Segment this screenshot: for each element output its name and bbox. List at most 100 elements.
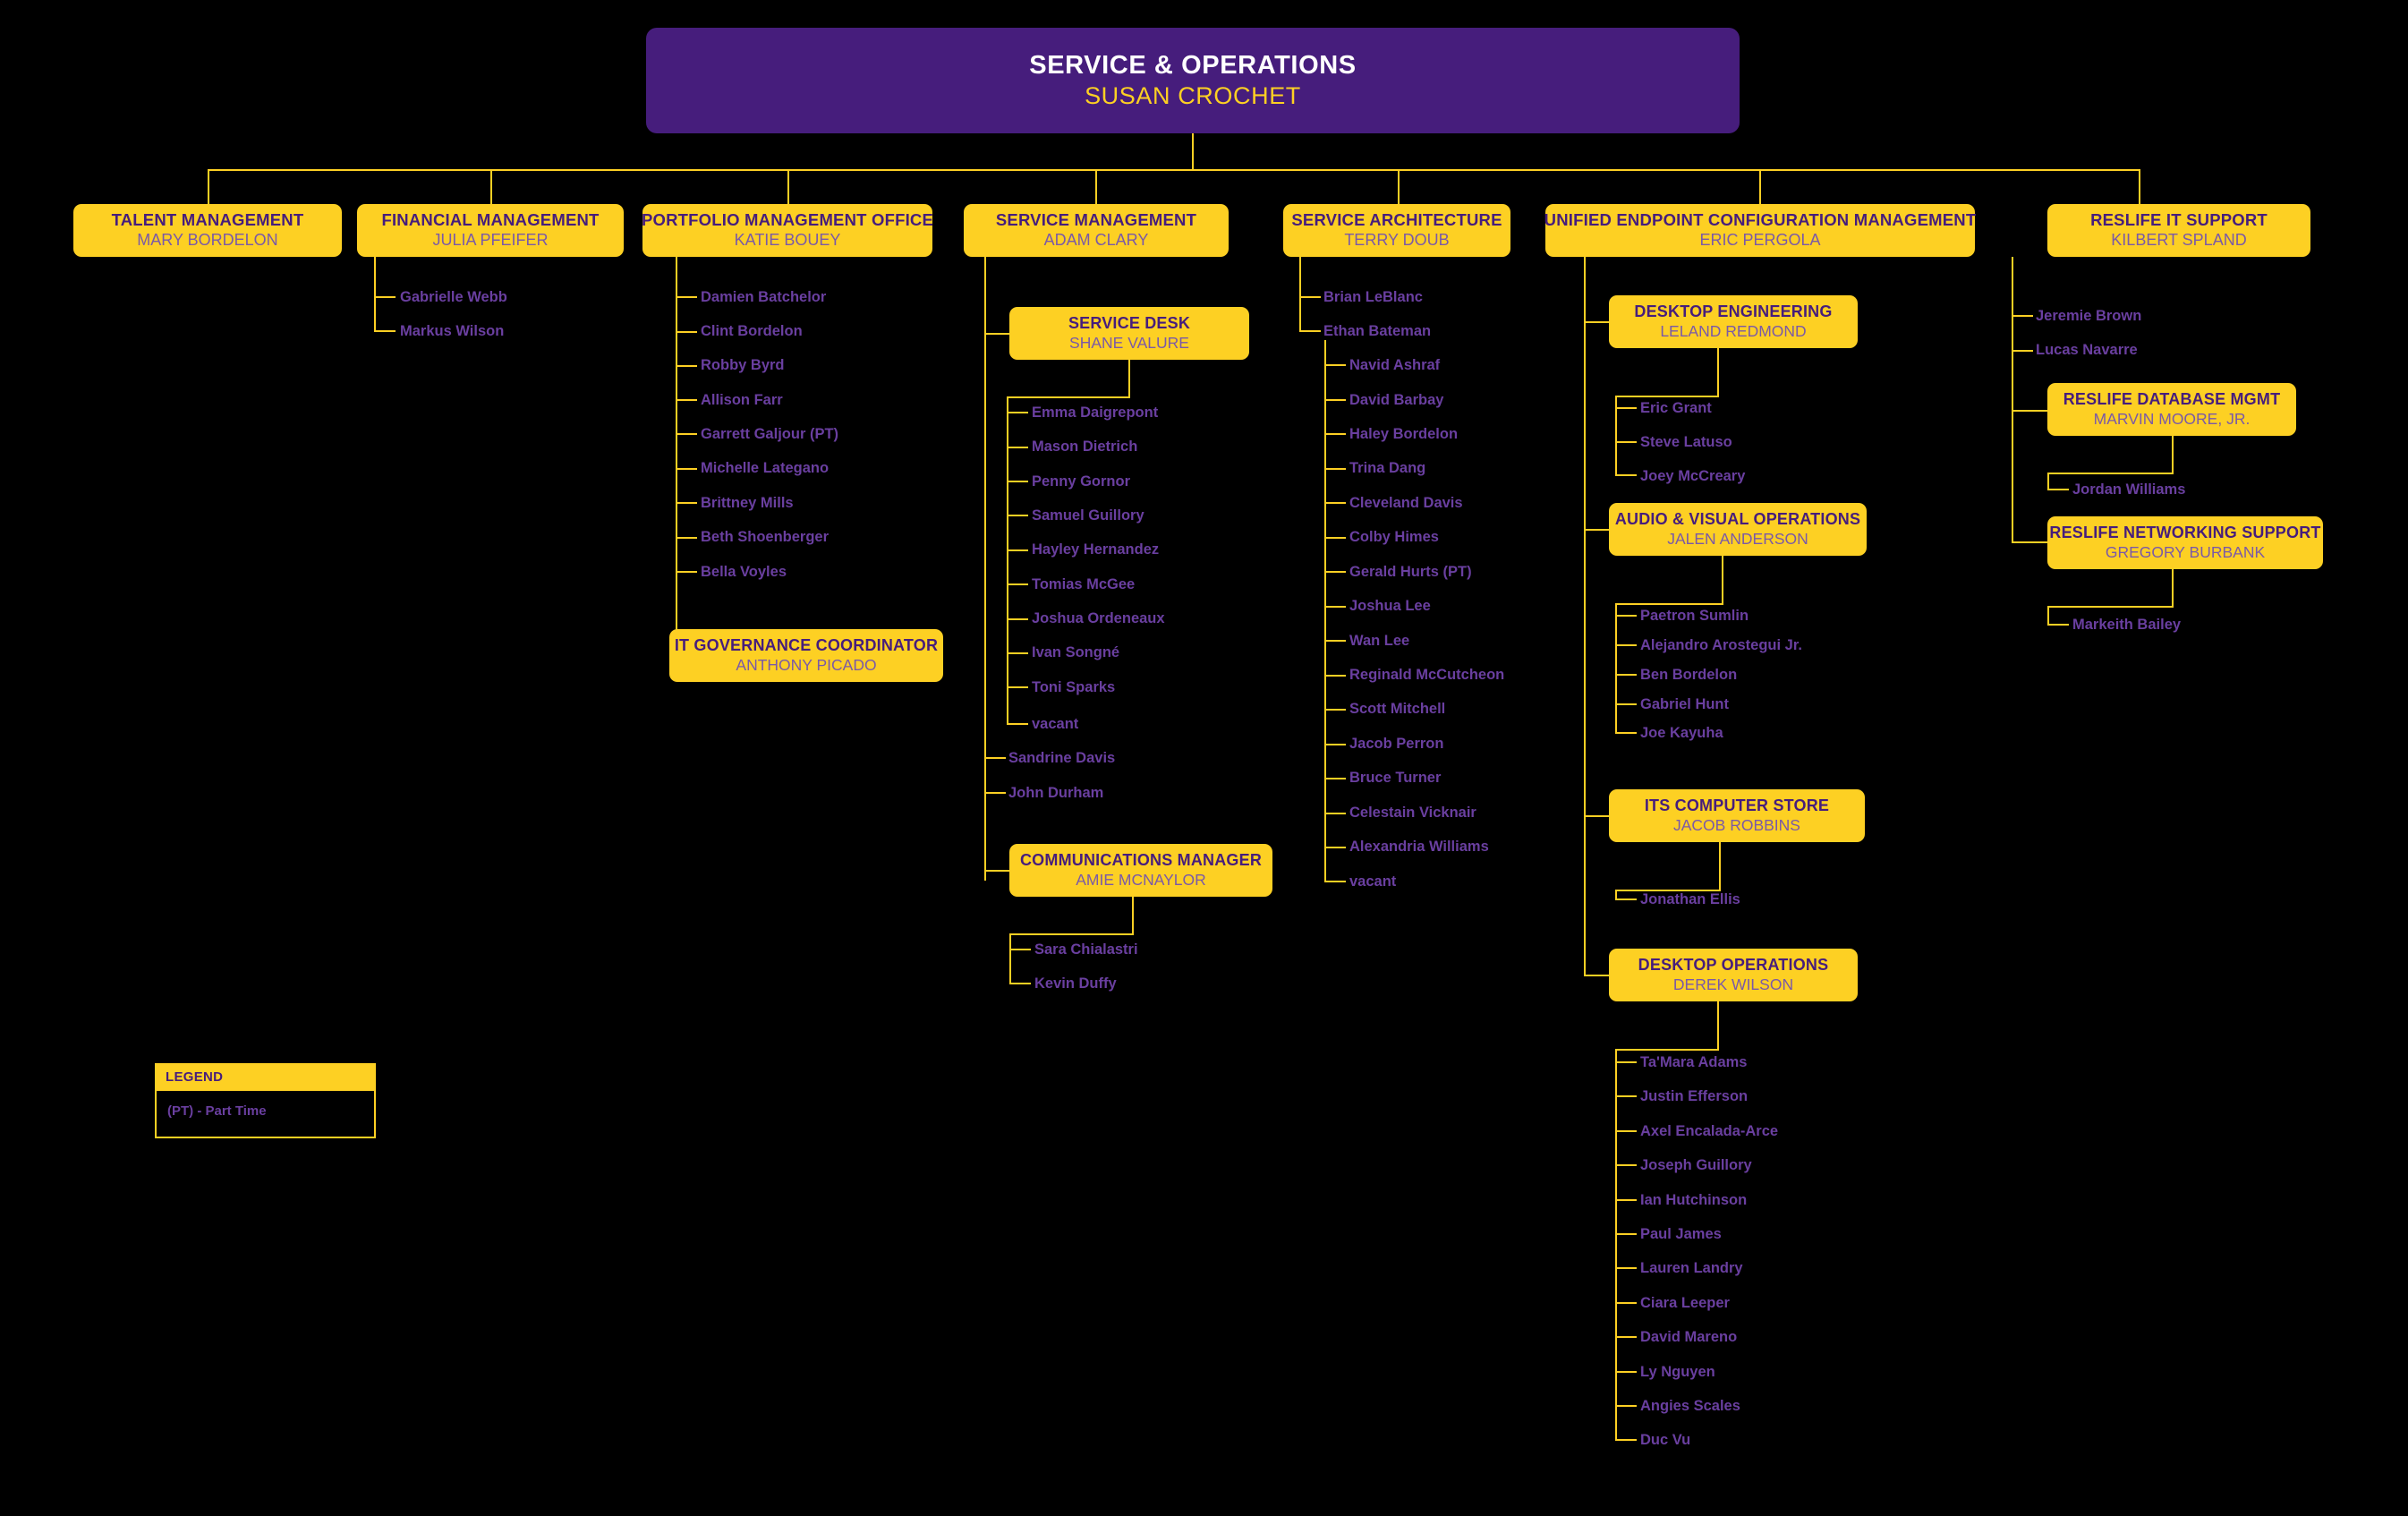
node-its-computer-store[interactable]: ITS COMPUTER STORE JACOB ROBBINS (1609, 789, 1865, 842)
leaf-name: vacant (1349, 873, 1397, 890)
connector (1615, 1130, 1637, 1132)
leaf-name: Brittney Mills (701, 495, 794, 511)
connector (1615, 1049, 1617, 1440)
node-portfolio-management-office[interactable]: PORTFOLIO MANAGEMENT OFFICE KATIE BOUEY (642, 204, 933, 257)
leaf-name: Trina Dang (1349, 460, 1426, 476)
leaf-name: Jonathan Ellis (1640, 891, 1740, 907)
leaf-name: Bella Voyles (701, 564, 787, 580)
connector (1324, 606, 1346, 608)
connector (1615, 1049, 1719, 1051)
leaf-name: Paetron Sumlin (1640, 608, 1749, 624)
connector (1398, 169, 1400, 206)
connector (1324, 640, 1346, 642)
leaf-name: Emma Daigrepont (1032, 405, 1159, 421)
node-title: UNIFIED ENDPOINT CONFIGURATION MANAGEMEN… (1544, 210, 1977, 230)
connector (984, 792, 1006, 794)
leaf-name: Joseph Guillory (1640, 1157, 1752, 1173)
node-communications-manager[interactable]: COMMUNICATIONS MANAGER AMIE MCNAYLOR (1009, 844, 1272, 897)
connector (1615, 899, 1637, 900)
connector (2047, 606, 2049, 626)
node-title: DESKTOP ENGINEERING (1634, 302, 1833, 320)
connector (1615, 1095, 1637, 1097)
connector (1007, 396, 1130, 398)
node-person: AMIE MCNAYLOR (1076, 870, 1206, 889)
node-desktop-operations[interactable]: DESKTOP OPERATIONS DEREK WILSON (1609, 949, 1858, 1001)
leaf-name: Mason Dietrich (1032, 439, 1138, 455)
leaf-name: Tomias McGee (1032, 576, 1136, 592)
connector (2047, 489, 2069, 490)
connector (1615, 396, 1617, 475)
node-service-operations[interactable]: SERVICE & OPERATIONS SUSAN CROCHET (646, 28, 1740, 133)
connector (1584, 815, 1611, 817)
connector (676, 571, 697, 573)
leaf-name: Damien Batchelor (701, 289, 827, 305)
connector (2172, 569, 2174, 607)
connector (1009, 933, 1011, 984)
legend-header: LEGEND (155, 1063, 376, 1091)
leaf-name: Lauren Landry (1640, 1260, 1743, 1276)
leaf-name: Jordan Williams (2072, 481, 2186, 498)
leaf-name: Ciara Leeper (1640, 1295, 1730, 1311)
connector (374, 296, 396, 298)
leaf-name: Ivan Songné (1032, 644, 1120, 660)
leaf-name: Robby Byrd (701, 357, 785, 373)
connector (1324, 502, 1346, 504)
node-audio-visual-operations[interactable]: AUDIO & VISUAL OPERATIONS JALEN ANDERSON (1609, 503, 1867, 556)
leaf-name: Cleveland Davis (1349, 495, 1463, 511)
node-reslife-networking-support[interactable]: RESLIFE NETWORKING SUPPORT GREGORY BURBA… (2047, 516, 2323, 569)
node-service-desk[interactable]: SERVICE DESK SHANE VALURE (1009, 307, 1249, 360)
leaf-name: Gabrielle Webb (400, 289, 507, 305)
node-person: TERRY DOUB (1344, 230, 1450, 249)
node-desktop-engineering[interactable]: DESKTOP ENGINEERING LELAND REDMOND (1609, 295, 1858, 348)
connector (1615, 396, 1719, 397)
connector (1615, 1233, 1637, 1235)
connector (1095, 169, 1097, 206)
node-person: JALEN ANDERSON (1667, 529, 1808, 548)
node-person: DEREK WILSON (1672, 975, 1794, 993)
connector (2012, 410, 2049, 412)
connector (1324, 399, 1346, 401)
leaf-name: Jacob Perron (1349, 736, 1444, 752)
leaf-name: Jeremie Brown (2036, 308, 2142, 324)
connector (787, 169, 789, 206)
node-person: JULIA PFEIFER (432, 230, 549, 249)
node-reslife-database-mgmt[interactable]: RESLIFE DATABASE MGMT MARVIN MOORE, JR. (2047, 383, 2296, 436)
node-person: ANTHONY PICADO (736, 655, 877, 674)
node-it-governance-coordinator[interactable]: IT GOVERNANCE COORDINATOR ANTHONY PICADO (669, 629, 943, 682)
node-person: GREGORY BURBANK (2105, 542, 2266, 561)
connector-bus (208, 169, 2139, 171)
node-reslife-it-support[interactable]: RESLIFE IT SUPPORT KILBERT SPLAND (2047, 204, 2310, 257)
connector (1009, 933, 1134, 935)
node-unified-endpoint-configuration-management[interactable]: UNIFIED ENDPOINT CONFIGURATION MANAGEMEN… (1544, 204, 1977, 257)
connector (1615, 890, 1721, 891)
connector (1615, 732, 1637, 734)
connector (1324, 847, 1346, 848)
connector (2012, 350, 2033, 352)
connector (984, 757, 1006, 759)
node-person: KILBERT SPLAND (2111, 230, 2247, 249)
leaf-name: Penny Gornor (1032, 473, 1131, 490)
node-service-architecture[interactable]: SERVICE ARCHITECTURE TERRY DOUB (1283, 204, 1510, 257)
leaf-name: Axel Encalada-Arce (1640, 1123, 1779, 1139)
leaf-name: Scott Mitchell (1349, 701, 1446, 717)
connector (1324, 881, 1346, 882)
node-title: SERVICE DESK (1068, 313, 1191, 332)
node-talent-management[interactable]: TALENT MANAGEMENT MARY BORDELON (73, 204, 342, 257)
connector (1615, 1302, 1637, 1304)
connector (1299, 330, 1321, 332)
connector (374, 330, 396, 332)
node-title: SERVICE MANAGEMENT (995, 210, 1197, 230)
connector (1007, 412, 1028, 413)
connector (1324, 778, 1346, 779)
leaf-name: Sandrine Davis (1008, 750, 1116, 766)
connector (1132, 897, 1134, 934)
leaf-name: Bruce Turner (1349, 770, 1442, 786)
leaf-name: Reginald McCutcheon (1349, 667, 1505, 683)
connector (2172, 436, 2174, 473)
node-financial-management[interactable]: FINANCIAL MANAGEMENT JULIA PFEIFER (357, 204, 624, 257)
connector (1615, 1371, 1637, 1373)
connector (676, 399, 697, 401)
node-service-management[interactable]: SERVICE MANAGEMENT ADAM CLARY (964, 204, 1229, 257)
connector (1324, 340, 1326, 881)
connector (2139, 169, 2140, 206)
